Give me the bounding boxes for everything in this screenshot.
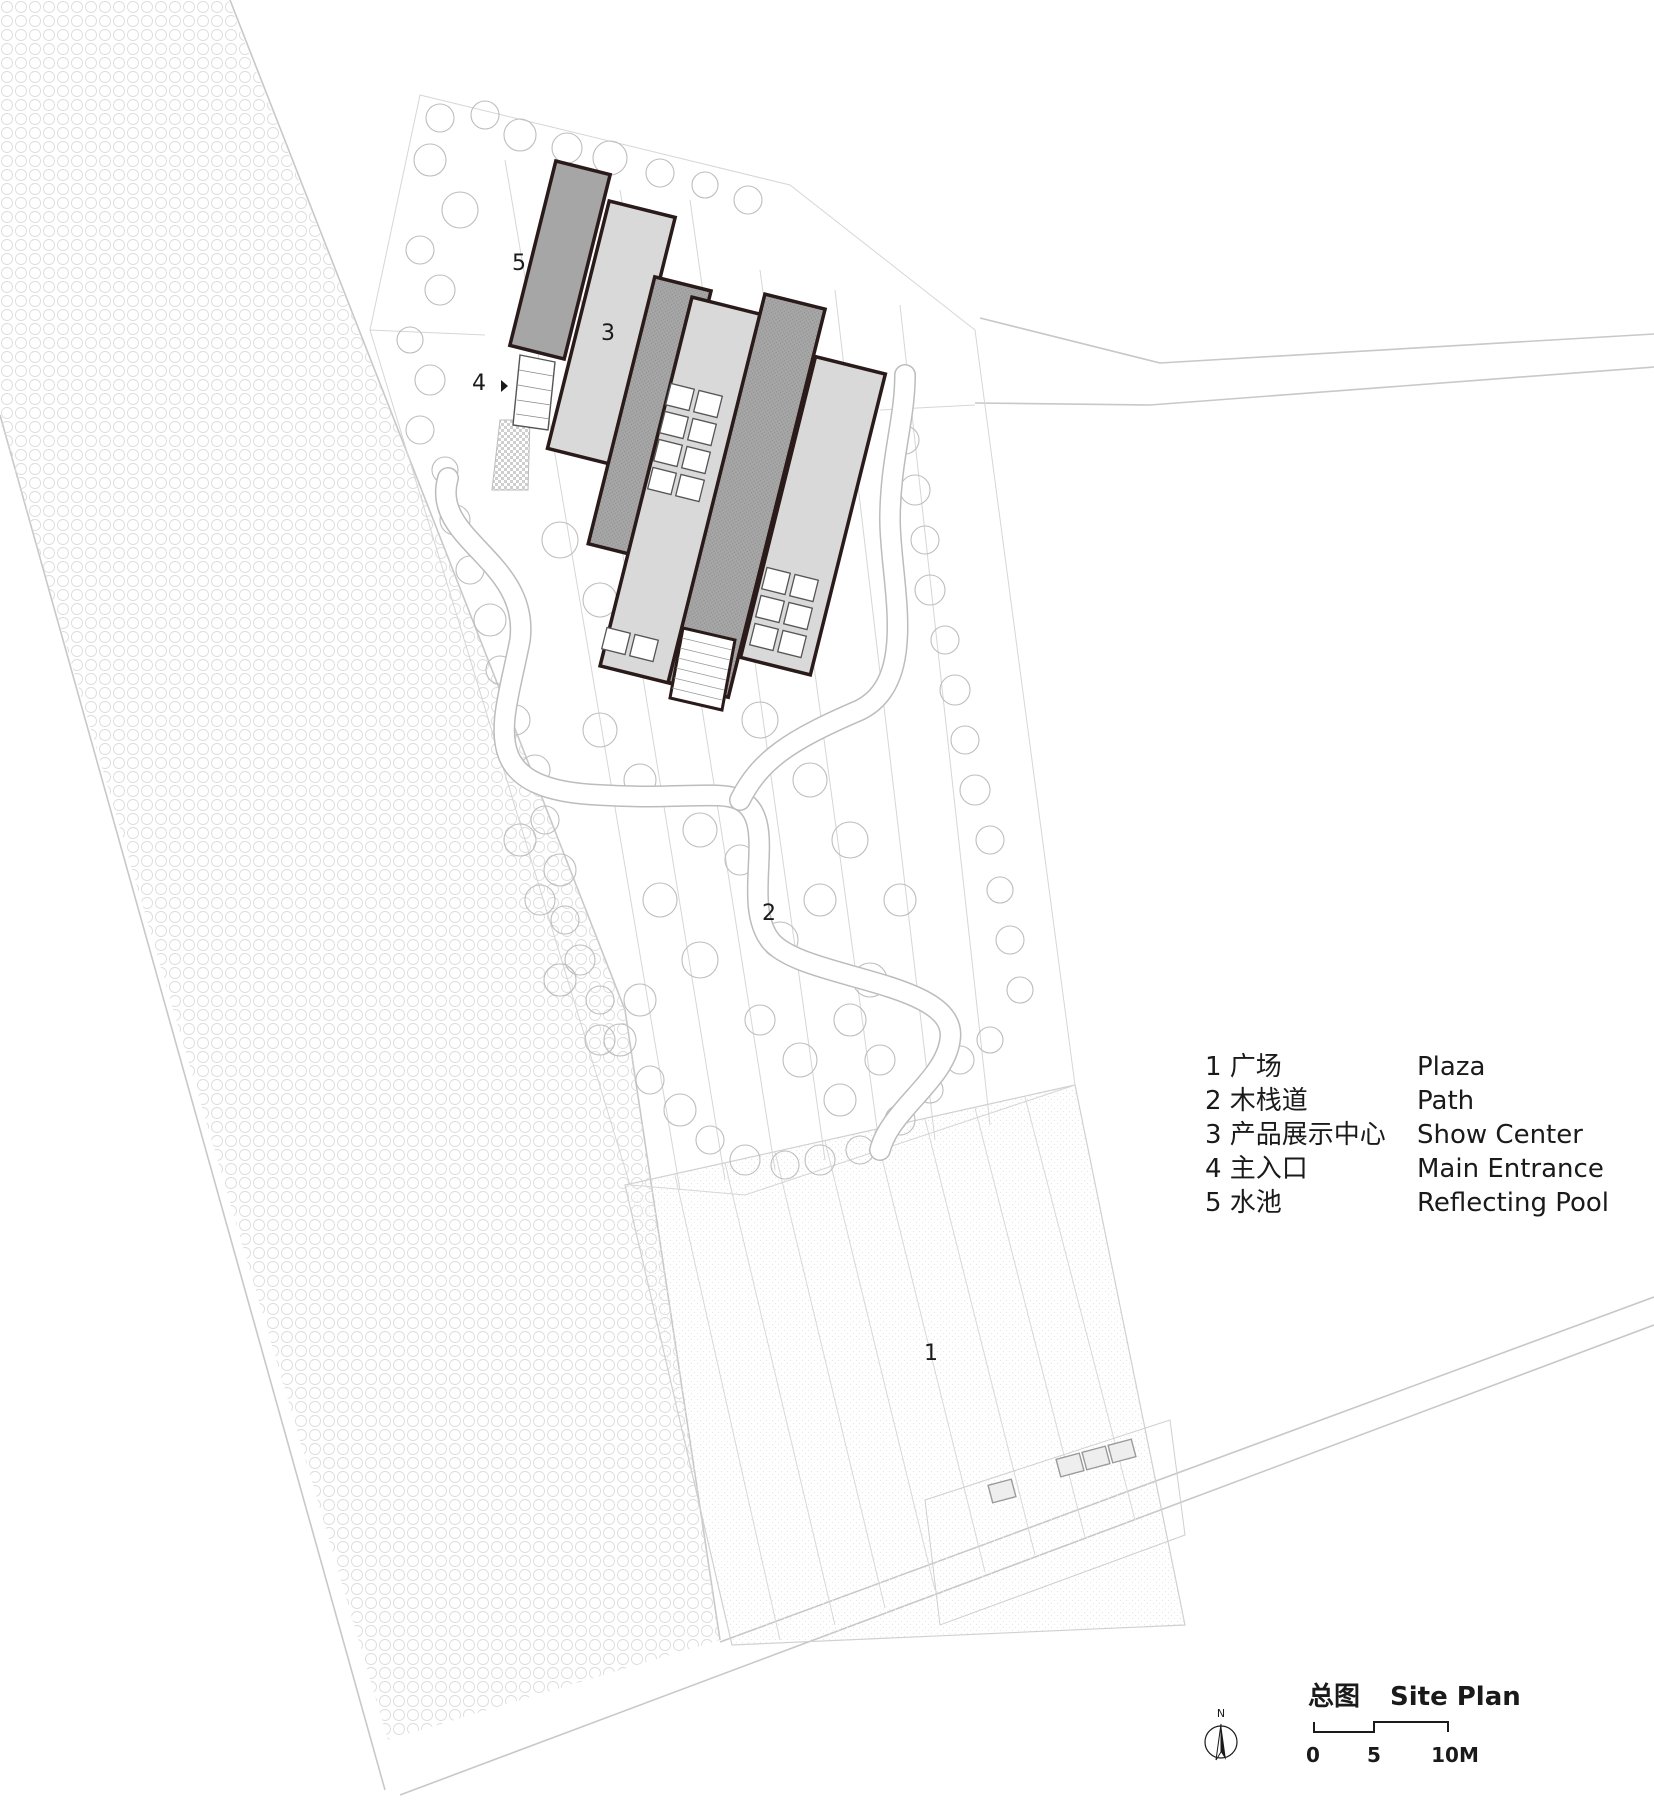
- tree: [425, 103, 455, 133]
- tree: [803, 883, 837, 917]
- legend-item-en: Path: [1417, 1086, 1474, 1116]
- tree: [541, 521, 579, 559]
- tree: [833, 1003, 867, 1037]
- tree: [414, 364, 446, 396]
- north-arrow-icon: N: [1204, 1707, 1238, 1761]
- tree: [645, 158, 675, 188]
- tree: [582, 712, 618, 748]
- tree: [975, 825, 1005, 855]
- north-label: N: [1217, 1707, 1225, 1720]
- tree: [663, 1093, 697, 1127]
- tree: [959, 774, 991, 806]
- scale-bar: 0 5 10M: [1306, 1721, 1479, 1767]
- tree: [976, 1026, 1004, 1054]
- tree: [729, 1144, 761, 1176]
- tree: [914, 574, 946, 606]
- tree: [950, 725, 980, 755]
- tree: [792, 762, 828, 798]
- tree: [503, 118, 537, 152]
- tree: [744, 1004, 776, 1036]
- title-en: Site Plan: [1390, 1682, 1521, 1712]
- tree: [823, 1083, 857, 1117]
- label-plaza: 1: [924, 1341, 938, 1366]
- show-center-building[interactable]: [507, 158, 888, 700]
- orchard-tree-field: [0, 0, 720, 1740]
- tree: [441, 191, 479, 229]
- tree: [899, 474, 931, 506]
- tree: [530, 805, 560, 835]
- title-cn: 总图: [1308, 1682, 1360, 1712]
- tree: [551, 132, 583, 164]
- timber-path[interactable]: [434, 364, 962, 1161]
- tree: [396, 326, 424, 354]
- tree: [584, 1024, 616, 1056]
- legend-item-cn: 5 水池: [1205, 1188, 1282, 1218]
- label-main-entrance: 4: [472, 371, 486, 396]
- tree: [543, 963, 577, 997]
- tree: [804, 1144, 836, 1176]
- tree: [550, 905, 580, 935]
- tree: [405, 415, 435, 445]
- plaza-area: [624, 1084, 1186, 1646]
- tree: [770, 1150, 800, 1180]
- tree: [995, 925, 1025, 955]
- legend-item-en: Plaza: [1417, 1052, 1485, 1082]
- tree: [1006, 976, 1034, 1004]
- legend-item-cn: 3 产品展示中心: [1205, 1120, 1386, 1150]
- tree: [695, 1125, 725, 1155]
- tree: [831, 821, 869, 859]
- building-stair: [668, 626, 737, 712]
- tree: [883, 883, 917, 917]
- tree: [691, 171, 719, 199]
- tree: [741, 701, 779, 739]
- tree: [413, 143, 447, 177]
- tree: [503, 823, 537, 857]
- tree: [864, 1044, 896, 1076]
- entrance-arrow-icon: [501, 380, 508, 392]
- tree: [524, 884, 556, 916]
- tree: [405, 235, 435, 265]
- tree: [986, 876, 1014, 904]
- legend-item-en: Show Center: [1417, 1120, 1583, 1150]
- scale-tick-label: 5: [1367, 1743, 1381, 1767]
- tree: [424, 274, 456, 306]
- label-path: 2: [762, 901, 776, 926]
- legend-item-cn: 4 主入口: [1205, 1154, 1308, 1184]
- legend-item-en: Reflecting Pool: [1417, 1188, 1609, 1218]
- label-reflecting-pool: 5: [512, 251, 526, 276]
- scale-tick-label: 0: [1306, 1743, 1320, 1767]
- tree: [603, 1023, 637, 1057]
- legend: 1 广场 Plaza 2 木栈道 Path 3 产品展示中心 Show Cent…: [1205, 1052, 1609, 1218]
- tree: [642, 882, 678, 918]
- scale-tick-label: 10M: [1431, 1743, 1479, 1767]
- legend-item-en: Main Entrance: [1417, 1154, 1604, 1184]
- tree: [910, 525, 940, 555]
- tree: [782, 1042, 818, 1078]
- tree: [623, 983, 657, 1017]
- tree: [473, 603, 507, 637]
- tree: [585, 985, 615, 1015]
- tree: [682, 812, 718, 848]
- legend-item-cn: 2 木栈道: [1205, 1086, 1308, 1116]
- tree: [470, 100, 500, 130]
- skylight-grid-east: [748, 566, 820, 659]
- tree: [543, 853, 577, 887]
- label-show-center: 3: [601, 321, 615, 346]
- tree: [930, 625, 960, 655]
- tree: [564, 944, 596, 976]
- tree: [733, 185, 763, 215]
- skylight-grid-west: [600, 382, 724, 663]
- tree: [635, 1065, 665, 1095]
- entrance-area: [491, 354, 556, 491]
- tree: [939, 674, 971, 706]
- title-block: 总图 Site Plan: [1308, 1682, 1521, 1712]
- legend-item-cn: 1 广场: [1205, 1052, 1282, 1082]
- tree: [681, 941, 719, 979]
